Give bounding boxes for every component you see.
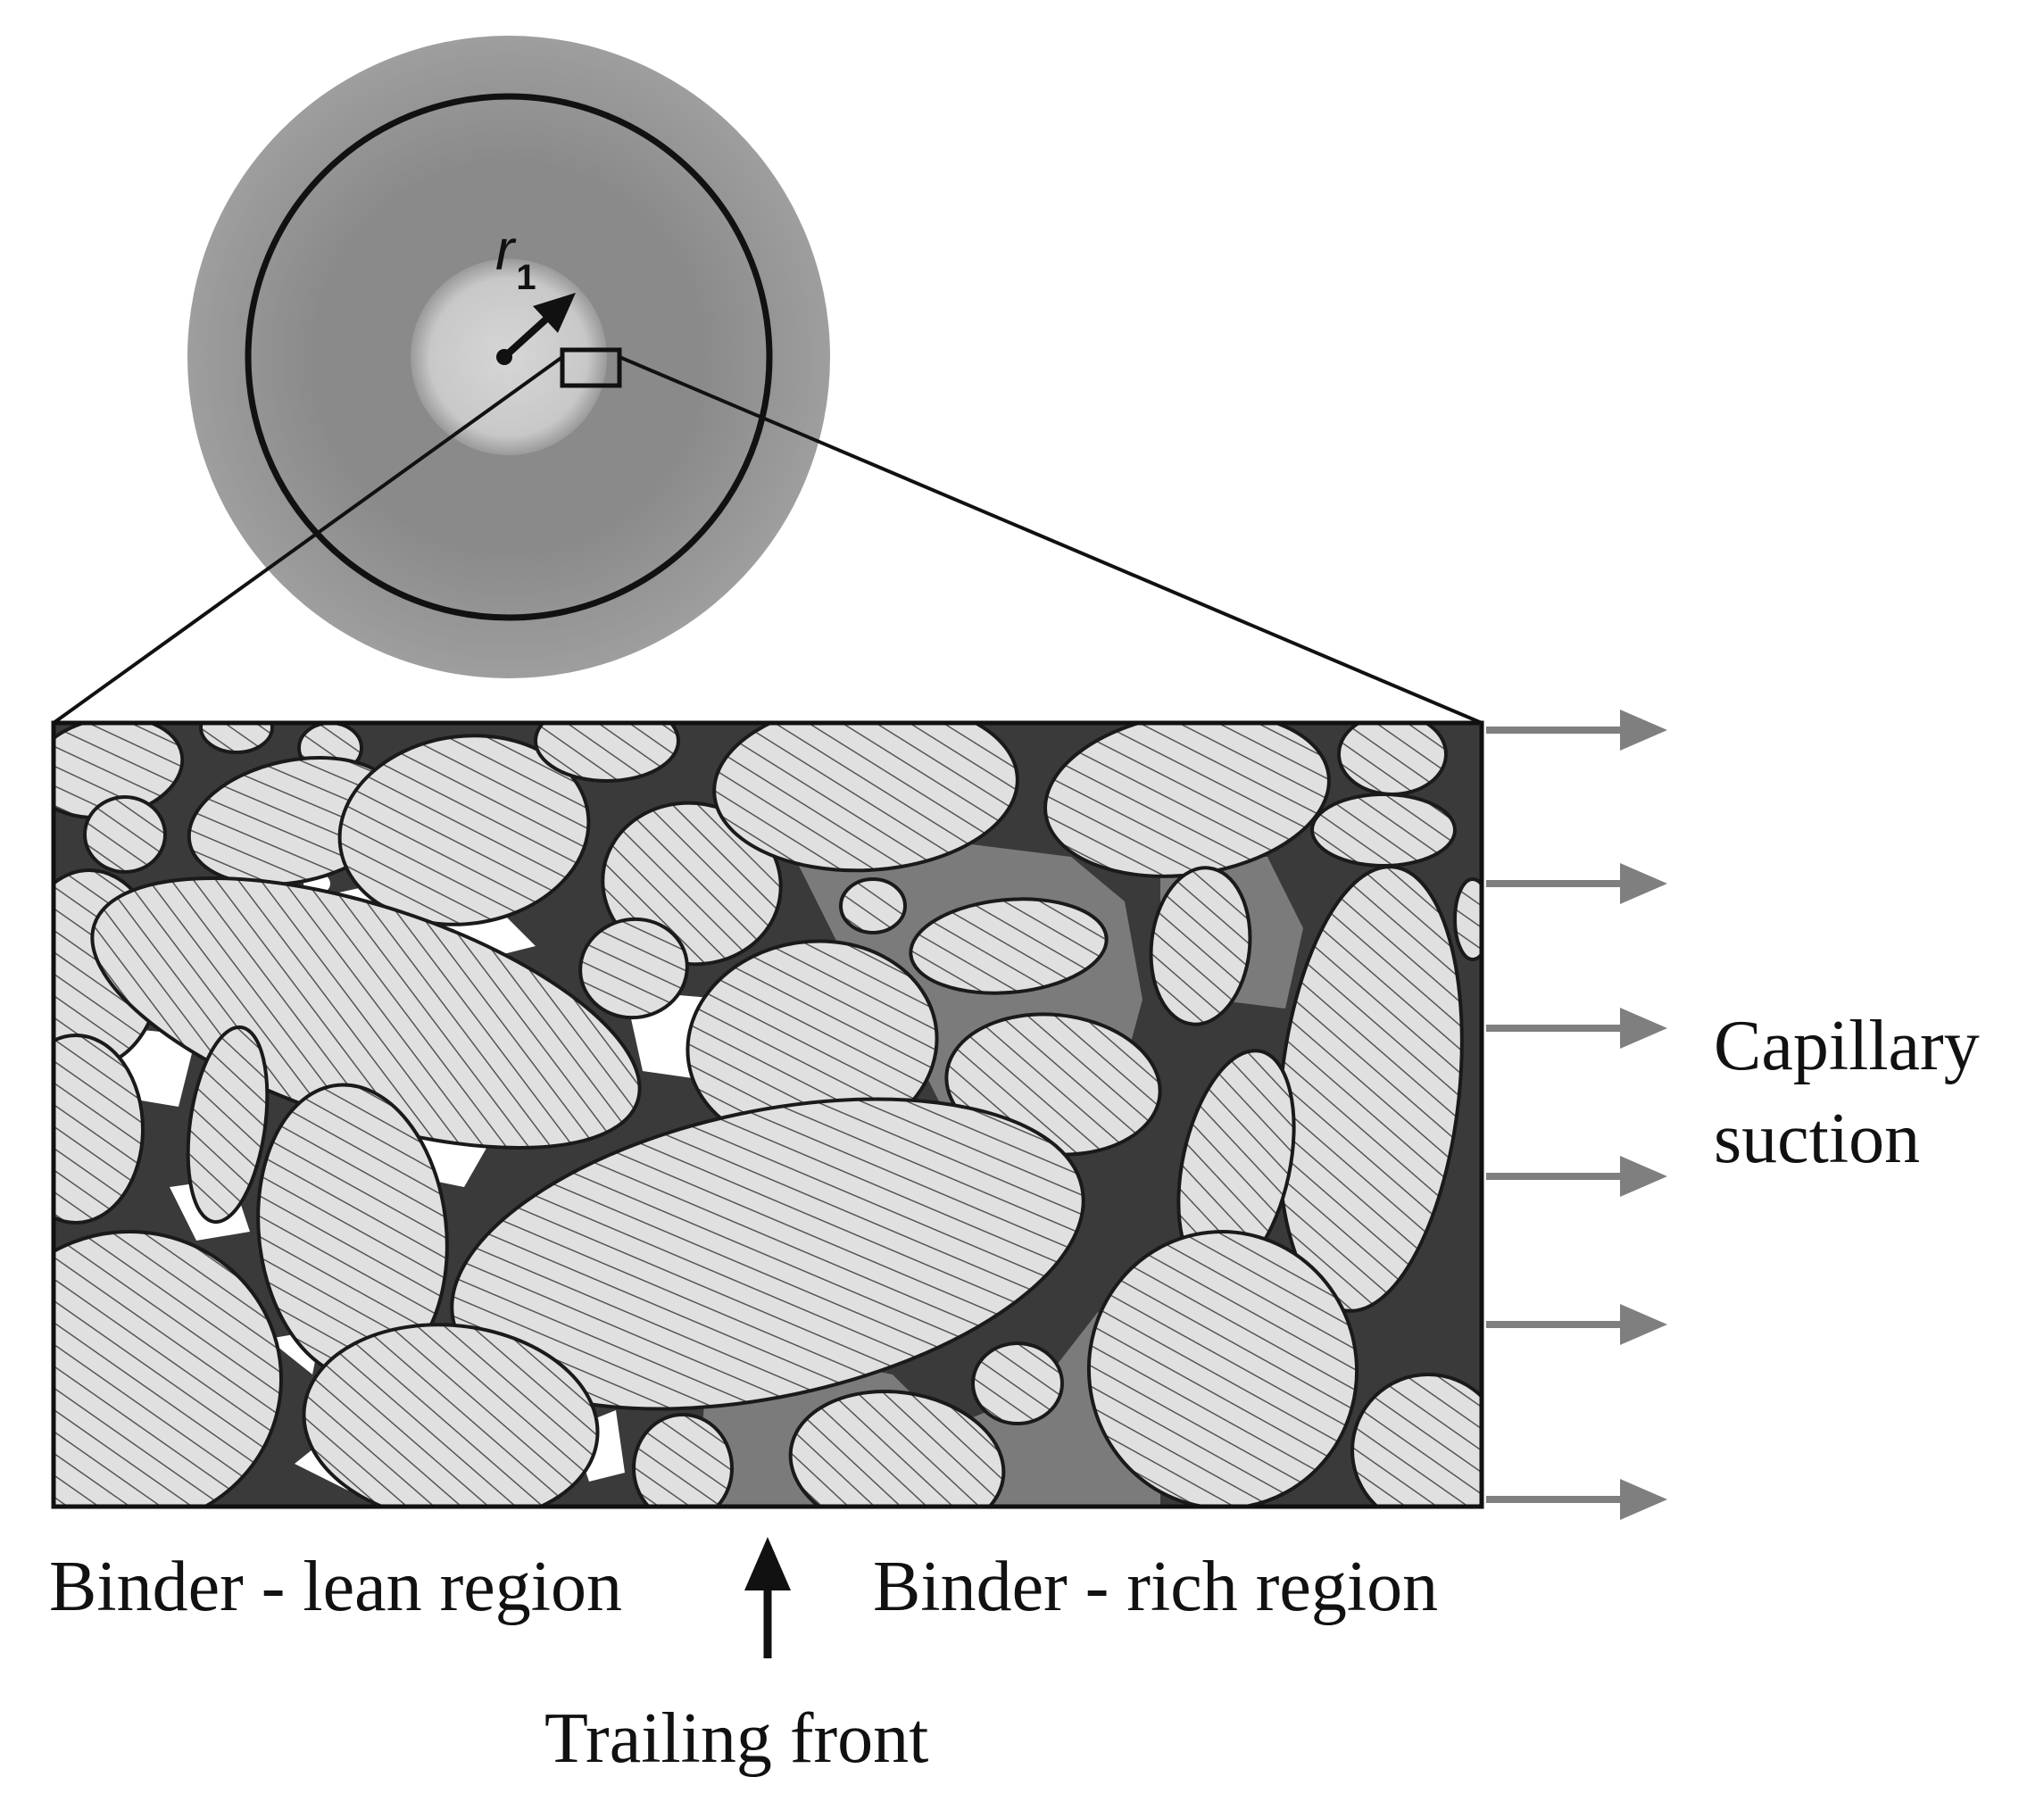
- suction-arrow-icon: [1486, 1156, 1667, 1197]
- granule-boundary-circle: [245, 93, 773, 621]
- particle: [909, 897, 1109, 995]
- capillary-suction-label-line2: suction: [1714, 1100, 1920, 1178]
- capillary-suction-arrows: [1486, 710, 1667, 1520]
- particle: [632, 1413, 734, 1507]
- capillary-suction-label-line1: Capillary: [1714, 1007, 1980, 1085]
- particle: [1310, 793, 1457, 868]
- particle: [788, 1390, 1006, 1507]
- particle: [1337, 723, 1448, 796]
- magnified-microstructure: [51, 720, 1484, 1509]
- particle: [186, 1025, 270, 1225]
- zoom-line-right: [619, 355, 1483, 725]
- particle: [302, 1323, 600, 1507]
- binder-lean-region-label: Binder - lean region: [49, 1548, 622, 1626]
- radius-symbol: r: [495, 218, 517, 282]
- radius-label: r1: [495, 218, 536, 297]
- particle: [54, 1230, 283, 1507]
- zoom-region-box: [560, 347, 622, 388]
- suction-arrow-icon: [1486, 710, 1667, 751]
- particle: [450, 1097, 1085, 1411]
- particle: [337, 734, 591, 926]
- particle: [1149, 866, 1252, 1026]
- particle: [199, 723, 274, 754]
- suction-arrow-icon: [1486, 1479, 1667, 1520]
- particle: [578, 917, 689, 1020]
- suction-arrow-icon: [1486, 1008, 1667, 1049]
- radius-arrow-icon: [502, 293, 576, 360]
- particle: [1453, 877, 1482, 961]
- trailing-front-arrow-icon: [744, 1537, 791, 1658]
- particle: [712, 723, 1019, 873]
- particle: [1350, 1373, 1482, 1507]
- particle: [534, 723, 680, 783]
- particle: [83, 795, 167, 874]
- particle: [1086, 1230, 1359, 1507]
- zoom-line-left: [52, 355, 564, 725]
- binder-rich-region-label: Binder - rich region: [873, 1548, 1438, 1626]
- granule: r1: [187, 36, 830, 678]
- suction-arrow-icon: [1486, 863, 1667, 904]
- particle: [971, 1341, 1064, 1425]
- suction-arrow-icon: [1486, 1304, 1667, 1345]
- particles: [54, 723, 1482, 1507]
- trailing-front-label: Trailing front: [544, 1699, 928, 1778]
- magnified-frame: [51, 720, 1484, 1509]
- radius-subscript: 1: [516, 258, 536, 297]
- particle: [54, 1034, 145, 1225]
- particle: [839, 877, 907, 934]
